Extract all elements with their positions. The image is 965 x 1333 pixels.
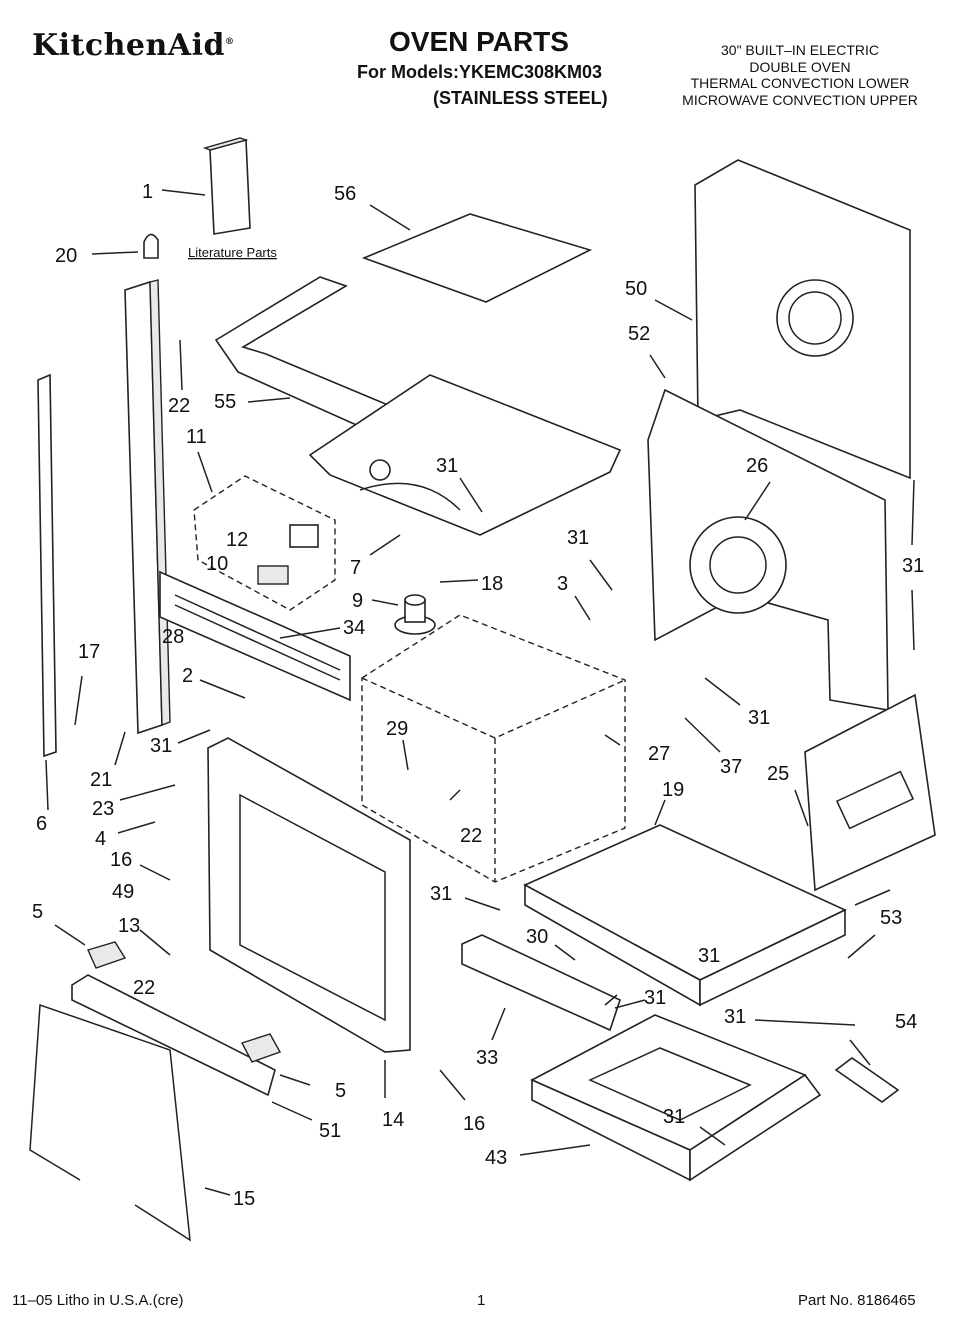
callout-label: 53	[880, 907, 902, 929]
callout-label: 33	[476, 1047, 498, 1069]
callout-label: 10	[206, 553, 228, 575]
callout-label: 56	[334, 183, 356, 205]
description-line: THERMAL CONVECTION LOWER	[690, 75, 910, 91]
callout-label: 13	[118, 915, 140, 937]
top-panel	[308, 374, 622, 536]
callout-label: 50	[625, 278, 647, 300]
callout-label: 37	[720, 756, 742, 778]
callout-label: 25	[767, 763, 789, 785]
description-line: 30" BUILT–IN ELECTRIC	[721, 42, 879, 58]
callout-label: 30	[526, 926, 548, 948]
models-line: For Models:YKEMC308KM03	[357, 62, 603, 82]
callout-label: 11	[186, 426, 207, 448]
callout-label: 17	[78, 641, 100, 663]
insulation-pad-top	[361, 213, 593, 303]
page-number: 1	[477, 1292, 486, 1309]
literature-parts-label: Literature Parts	[188, 245, 277, 260]
description-line: MICROWAVE CONVECTION UPPER	[682, 91, 918, 108]
callout-label: 16	[110, 849, 132, 871]
callout-label: 43	[485, 1147, 507, 1169]
tag-part	[143, 233, 159, 259]
callout-label: 31	[698, 945, 720, 967]
spacer-block	[240, 1033, 282, 1063]
callout-label: 31	[150, 735, 172, 757]
callout-label: 19	[662, 779, 684, 801]
callout-label: 27	[648, 743, 670, 765]
door-gasket	[29, 1003, 191, 1242]
description-line: DOUBLE OVEN	[749, 58, 851, 75]
callout-label: 5	[335, 1080, 346, 1102]
insulation-frame	[214, 276, 402, 433]
callout-label: 5	[32, 901, 43, 923]
callout-label: 22	[133, 977, 155, 999]
fan-housing	[647, 388, 889, 711]
callout-label: 26	[746, 455, 768, 477]
brand-logo: KitchenAid®	[32, 28, 235, 63]
finish-line: (STAINLESS STEEL)	[433, 88, 608, 108]
callout-label: 21	[90, 769, 112, 791]
control-switch	[289, 524, 319, 548]
bottom-bracket	[461, 934, 621, 1032]
label-plate	[257, 565, 289, 585]
spacer-block	[87, 941, 127, 969]
callout-label: 18	[481, 573, 503, 595]
callout-label: 55	[214, 391, 236, 413]
literature-booklet	[202, 137, 251, 235]
callout-label: 31	[567, 527, 589, 549]
callout-label: 31	[724, 1006, 746, 1028]
callout-label: 2	[182, 665, 193, 687]
bottom-trim	[71, 974, 276, 1097]
terminal-block	[834, 1057, 900, 1103]
callout-label: 49	[112, 881, 134, 903]
callout-label: 31	[663, 1106, 685, 1128]
callout-label: 20	[55, 245, 77, 267]
callout-label: 52	[628, 323, 650, 345]
callout-label: 54	[895, 1011, 917, 1033]
side-panel	[804, 693, 936, 892]
callout-label: 34	[343, 617, 365, 639]
callout-label: 31	[902, 555, 924, 577]
bottom-cover	[523, 824, 847, 1007]
callout-label: 28	[162, 626, 184, 648]
callout-label: 29	[386, 718, 408, 740]
callout-labels: 1 20 Literature Parts 22 6 21 17 11 12 1…	[32, 181, 924, 1210]
callout-label: 9	[352, 590, 363, 612]
leader-lines	[45, 189, 915, 1196]
callout-label: 22	[168, 395, 190, 417]
callout-label: 3	[557, 573, 568, 595]
callout-label: 16	[463, 1113, 485, 1135]
callout-label: 51	[319, 1120, 341, 1142]
wiring-group-outline	[193, 475, 336, 611]
callout-label: 31	[748, 707, 770, 729]
product-description: 30" BUILT–IN ELECTRIC DOUBLE OVEN THERMA…	[660, 42, 940, 108]
callout-label: 14	[382, 1109, 404, 1131]
callout-label: 7	[350, 557, 361, 579]
callout-label: 6	[36, 813, 47, 835]
back-panel	[694, 159, 911, 480]
part-number: Part No. 8186465	[798, 1292, 916, 1309]
callout-label: 12	[226, 529, 248, 551]
callout-label: 31	[644, 987, 666, 1009]
callout-label: 4	[95, 828, 106, 850]
convection-motor	[394, 594, 436, 635]
callout-label: 31	[430, 883, 452, 905]
callout-label: 1	[142, 181, 153, 203]
oven-cavity	[361, 614, 626, 883]
footer-litho: 11–05 Litho in U.S.A.(cre)	[12, 1292, 184, 1309]
callout-label: 22	[460, 825, 482, 847]
callout-label: 15	[233, 1188, 255, 1210]
drawer-tray	[530, 1014, 822, 1182]
trim-strip-left	[37, 373, 57, 758]
callout-label: 23	[92, 798, 114, 820]
page-title: OVEN PARTS	[389, 26, 569, 57]
vent-grille	[159, 570, 351, 702]
front-frame	[207, 737, 411, 1053]
callout-label: 31	[436, 455, 458, 477]
